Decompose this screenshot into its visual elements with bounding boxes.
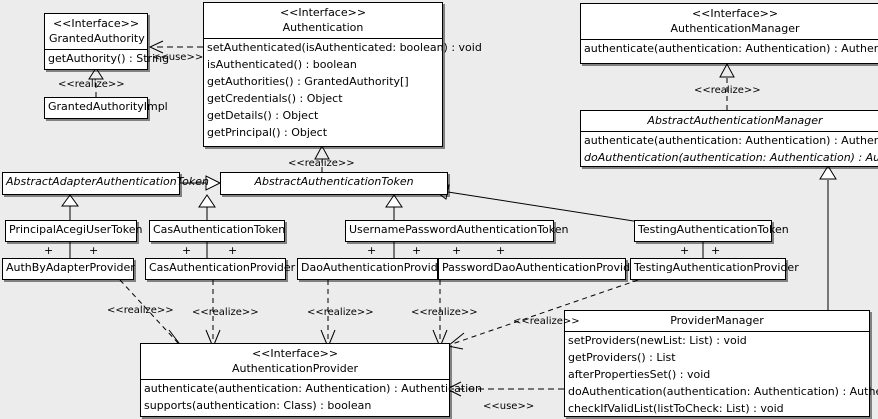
class-authentication-provider[interactable]: <<Interface>> AuthenticationProvider aut…	[140, 343, 482, 417]
edge-label-realize-granted-authority-impl: <<realize>>	[58, 79, 125, 90]
edge-label-use-granted-authority: <<use>>	[152, 52, 204, 63]
association-marker: +	[711, 244, 721, 257]
edge-label-realize-dao-provider: <<realize>>	[307, 307, 374, 318]
stereotype-label: <<Interface>>	[279, 6, 367, 19]
class-name: AbstractAuthenticationToken	[254, 175, 414, 188]
class-password-dao-authentication-provider[interactable]: PasswordDaoAuthenticationProvider	[438, 258, 642, 280]
class-name: AbstractAuthenticationManager	[647, 114, 823, 127]
class-header: <<Interface>> Authentication	[204, 3, 442, 38]
class-header: ProviderManager	[565, 311, 869, 331]
class-testing-authentication-token[interactable]: TestingAuthenticationToken	[634, 220, 789, 242]
class-name: GrantedAuthorityImpl	[48, 100, 168, 113]
class-name: PasswordDaoAuthenticationProvider	[442, 261, 642, 274]
operations-compartment: authenticate(authentication: Authenticat…	[581, 39, 878, 57]
stereotype-label: <<Interface>>	[691, 7, 779, 20]
class-auth-by-adapter-provider[interactable]: AuthByAdapterProvider	[2, 258, 135, 280]
class-name: Authentication	[282, 21, 364, 34]
edge-label-realize-passworddao-provider: <<realize>>	[411, 307, 478, 318]
operation: supports(authentication: Class) : boolea…	[144, 399, 372, 412]
class-abstract-adapter-authentication-token[interactable]: AbstractAdapterAuthenticationToken	[2, 172, 209, 195]
association-marker: +	[182, 244, 192, 257]
class-cas-authentication-token[interactable]: CasAuthenticationToken	[149, 220, 285, 242]
operation: authenticate(authentication: Authenticat…	[584, 42, 878, 55]
operation: getDetails() : Object	[207, 109, 319, 122]
association-marker: +	[452, 244, 462, 257]
operation: checkIfValidList(listToCheck: List) : vo…	[568, 402, 784, 415]
operation: afterPropertiesSet() : void	[568, 368, 711, 381]
association-marker: +	[412, 244, 422, 257]
operation: authenticate(authentication: Authenticat…	[144, 382, 482, 395]
association-marker: +	[680, 244, 690, 257]
class-header: <<Interface>> AuthenticationProvider	[141, 344, 449, 379]
operations-compartment: authenticate(authentication: Authenticat…	[581, 131, 878, 166]
operations-compartment: authenticate(authentication: Authenticat…	[141, 379, 482, 414]
class-name: TestingAuthenticationProvider	[634, 261, 799, 274]
class-name: CasAuthenticationProvider	[149, 261, 296, 274]
class-header: AbstractAuthenticationManager	[581, 111, 878, 131]
class-name: AuthByAdapterProvider	[6, 261, 135, 274]
operations-compartment: setAuthenticated(isAuthenticated: boolea…	[204, 38, 482, 141]
operation: setProviders(newList: List) : void	[568, 334, 747, 347]
association-marker: +	[228, 244, 238, 257]
operation: setAuthenticated(isAuthenticated: boolea…	[207, 41, 482, 54]
edge-label-realize-abstract-authentication-manager: <<realize>>	[694, 85, 761, 96]
operation: getAuthority() : String	[48, 52, 170, 65]
association-marker: +	[89, 244, 99, 257]
operation: doAuthentication(authentication: Authent…	[584, 151, 878, 164]
stereotype-label: <<Interface>>	[251, 347, 339, 360]
class-granted-authority-impl[interactable]: GrantedAuthorityImpl	[44, 97, 168, 119]
class-abstract-authentication-token[interactable]: AbstractAuthenticationToken	[220, 172, 448, 195]
class-cas-authentication-provider[interactable]: CasAuthenticationProvider	[145, 258, 296, 280]
class-name: AuthenticationProvider	[231, 362, 359, 375]
class-provider-manager[interactable]: ProviderManager setProviders(newList: Li…	[564, 310, 878, 417]
stereotype-label: <<Interface>>	[52, 17, 140, 30]
class-name: AbstractAdapterAuthenticationToken	[6, 175, 209, 188]
class-dao-authentication-provider[interactable]: DaoAuthenticationProvider	[297, 258, 449, 280]
operation: getAuthorities() : GrantedAuthority[]	[207, 75, 409, 88]
edge-label-realize-abstract-authentication-token: <<realize>>	[288, 158, 355, 169]
operations-compartment: setProviders(newList: List) : void getPr…	[565, 331, 878, 417]
edge-label-use-provider-manager: <<use>>	[483, 401, 535, 412]
operation: getPrincipal() : Object	[207, 126, 328, 139]
association-marker: +	[44, 244, 54, 257]
edge-label-realize-cas-provider: <<realize>>	[192, 307, 259, 318]
class-name: CasAuthenticationToken	[153, 223, 286, 236]
operation: getProviders() : List	[568, 351, 676, 364]
class-abstract-authentication-manager[interactable]: AbstractAuthenticationManager authentica…	[580, 110, 878, 167]
association-marker: +	[367, 244, 377, 257]
class-name: TestingAuthenticationToken	[638, 223, 789, 236]
class-name: AuthenticationManager	[670, 22, 800, 35]
class-granted-authority[interactable]: <<Interface>> GrantedAuthority getAuthor…	[44, 13, 170, 70]
association-marker: +	[496, 244, 506, 257]
class-username-password-authentication-token[interactable]: UsernamePasswordAuthenticationToken	[345, 220, 569, 242]
operation: isAuthenticated() : boolean	[207, 58, 357, 71]
operation: doAuthentication(authentication: Authent…	[568, 385, 878, 398]
edge-label-realize-testing-provider: <<realize>>	[513, 316, 580, 327]
class-header: <<Interface>> AuthenticationManager	[581, 4, 878, 39]
operation: getCredentials() : Object	[207, 92, 343, 105]
class-name: GrantedAuthority	[49, 32, 145, 45]
class-authentication-manager[interactable]: <<Interface>> AuthenticationManager auth…	[580, 3, 878, 64]
class-header: <<Interface>> GrantedAuthority	[45, 14, 147, 49]
edge-label-realize-auth-by-adapter: <<realize>>	[107, 305, 174, 316]
operation: authenticate(authentication: Authenticat…	[584, 134, 878, 147]
class-principal-acegi-user-token[interactable]: PrincipalAcegiUserToken	[5, 220, 143, 242]
class-name: PrincipalAcegiUserToken	[9, 223, 143, 236]
class-testing-authentication-provider[interactable]: TestingAuthenticationProvider	[630, 258, 799, 280]
class-name: UsernamePasswordAuthenticationToken	[349, 223, 569, 236]
operations-compartment: getAuthority() : String	[45, 49, 170, 67]
class-authentication[interactable]: <<Interface>> Authentication setAuthenti…	[203, 2, 482, 147]
class-name: DaoAuthenticationProvider	[301, 261, 449, 274]
class-name: ProviderManager	[670, 314, 764, 327]
